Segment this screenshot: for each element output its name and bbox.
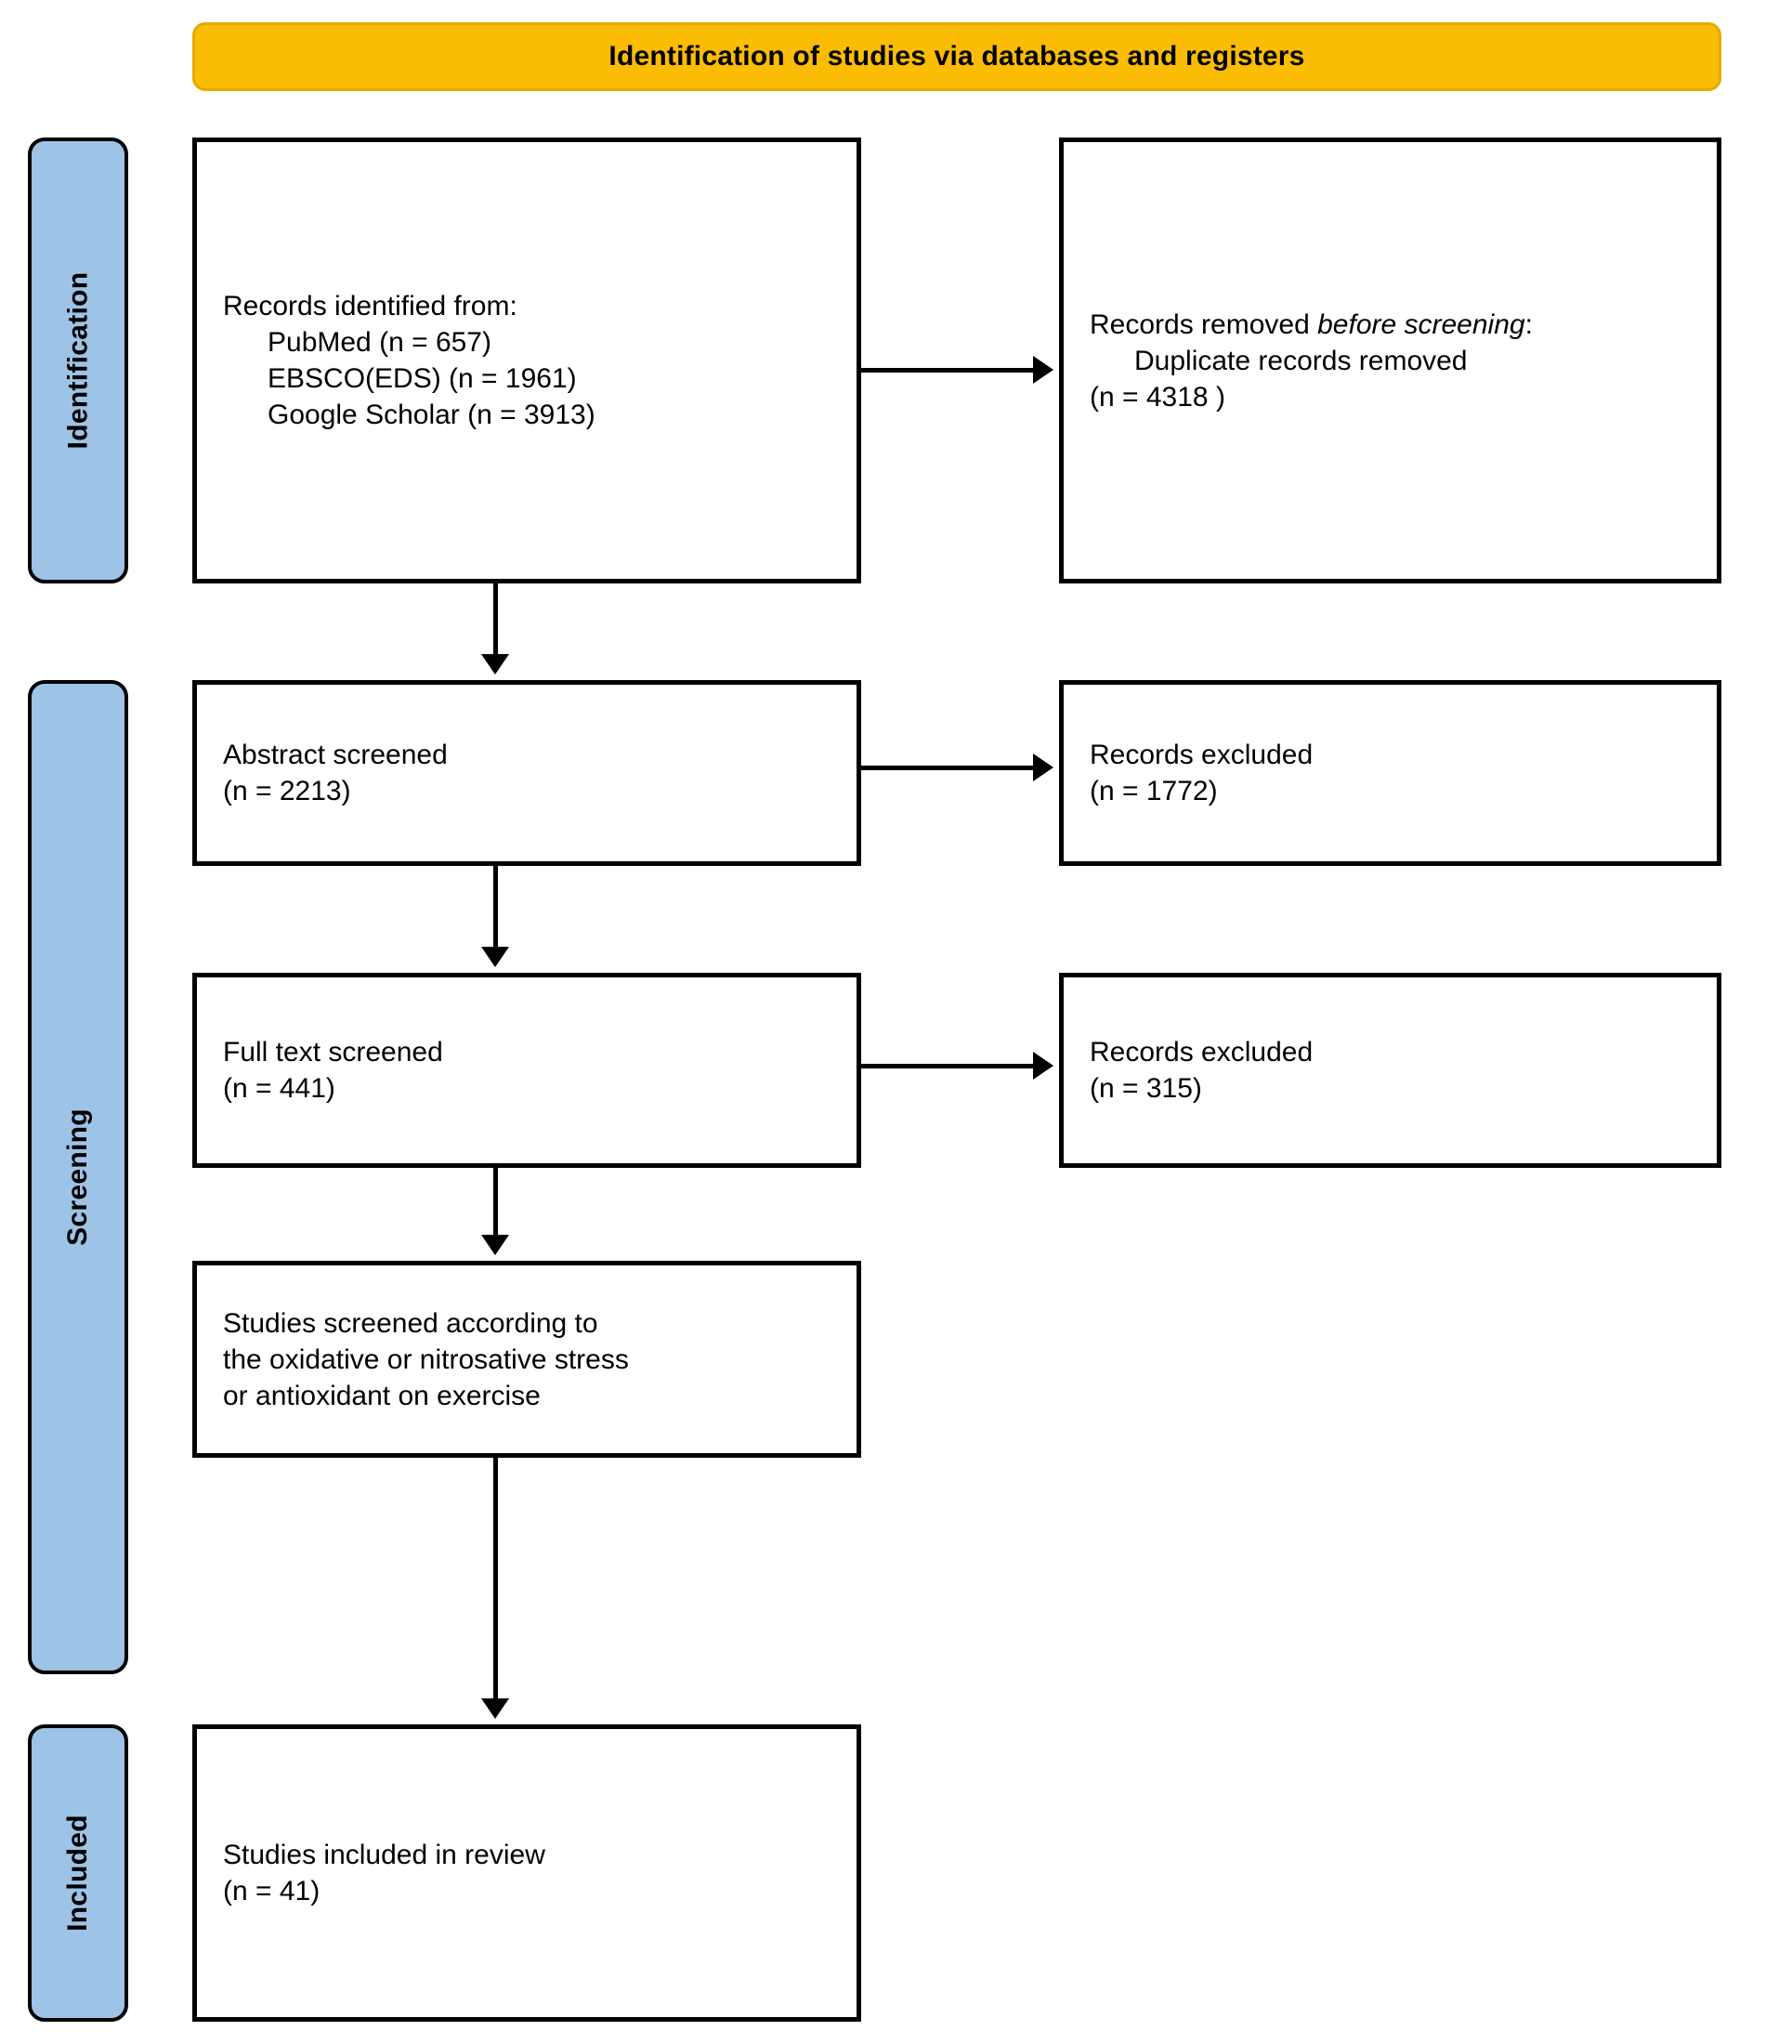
- stage-rail-screening: Screening: [28, 680, 128, 1674]
- arrowhead-down-icon: [481, 1235, 509, 1255]
- source-line-ebsco: EBSCO(EDS) (n = 1961): [268, 363, 577, 394]
- arrowhead-right-icon: [1033, 356, 1053, 384]
- records-excluded-abstract-label: Records excluded: [1090, 740, 1314, 770]
- connector-identified-to-abstract: [493, 583, 498, 660]
- connector-identified-to-removed: [861, 368, 1040, 373]
- arrowhead-right-icon: [1033, 1052, 1053, 1080]
- abstract-screened-label: Abstract screened: [223, 740, 448, 770]
- box-studies-included: Studies included in review (n = 41): [192, 1724, 861, 2022]
- fulltext-screened-label: Full text screened: [223, 1037, 443, 1068]
- arrowhead-down-icon: [481, 947, 509, 967]
- diagram-title: Identification of studies via databases …: [608, 41, 1305, 72]
- duplicate-records-count: (n = 4318 ): [1090, 381, 1225, 413]
- records-identified-heading: Records identified from:: [223, 291, 517, 321]
- box-studies-screened-criteria: Studies screened according to the oxidat…: [192, 1261, 861, 1458]
- diagram-header-banner: Identification of studies via databases …: [192, 22, 1721, 91]
- stage-label-identification: Identification: [62, 271, 93, 450]
- abstract-screened-count: (n = 2213): [223, 776, 351, 806]
- records-removed-heading-pre: Records removed: [1090, 308, 1318, 340]
- records-removed-heading-post: :: [1524, 308, 1533, 340]
- duplicate-records-detail: Duplicate records removed: [1134, 345, 1468, 376]
- box-abstract-screened: Abstract screened (n = 2213): [192, 680, 861, 866]
- fulltext-screened-count: (n = 441): [223, 1073, 335, 1104]
- source-line-pubmed: PubMed (n = 657): [268, 327, 491, 358]
- connector-criteria-to-included: [493, 1458, 498, 1704]
- criteria-line-2: the oxidative or nitrosative stress: [223, 1343, 629, 1375]
- studies-included-label: Studies included in review: [223, 1840, 545, 1870]
- stage-rail-included: Included: [28, 1724, 128, 2022]
- connector-abstract-to-fulltext: [493, 866, 498, 952]
- studies-included-count: (n = 41): [223, 1876, 320, 1906]
- stage-label-included: Included: [62, 1815, 93, 1932]
- criteria-line-3: or antioxidant on exercise: [223, 1380, 541, 1411]
- records-excluded-abstract-count: (n = 1772): [1090, 776, 1218, 806]
- connector-fulltext-to-excluded: [861, 1064, 1040, 1068]
- box-fulltext-screened: Full text screened (n = 441): [192, 973, 861, 1168]
- connector-abstract-to-excluded: [861, 766, 1040, 770]
- arrowhead-down-icon: [481, 1698, 509, 1719]
- box-records-identified: Records identified from: PubMed (n = 657…: [192, 138, 861, 583]
- records-excluded-fulltext-label: Records excluded: [1090, 1037, 1314, 1068]
- criteria-line-1: Studies screened according to: [223, 1307, 598, 1339]
- records-removed-heading-italic: before screening: [1317, 308, 1525, 340]
- stage-rail-identification: Identification: [28, 138, 128, 583]
- box-records-excluded-abstract: Records excluded (n = 1772): [1059, 680, 1721, 866]
- arrowhead-down-icon: [481, 654, 509, 675]
- connector-fulltext-to-criteria: [493, 1168, 498, 1240]
- records-removed-heading: Records removed before screening:: [1090, 307, 1691, 343]
- stage-label-screening: Screening: [62, 1108, 93, 1246]
- arrowhead-right-icon: [1033, 753, 1053, 781]
- box-records-excluded-fulltext: Records excluded (n = 315): [1059, 973, 1721, 1168]
- records-excluded-fulltext-count: (n = 315): [1090, 1073, 1202, 1104]
- source-line-google-scholar: Google Scholar (n = 3913): [268, 400, 595, 430]
- box-records-removed: Records removed before screening: Duplic…: [1059, 138, 1721, 583]
